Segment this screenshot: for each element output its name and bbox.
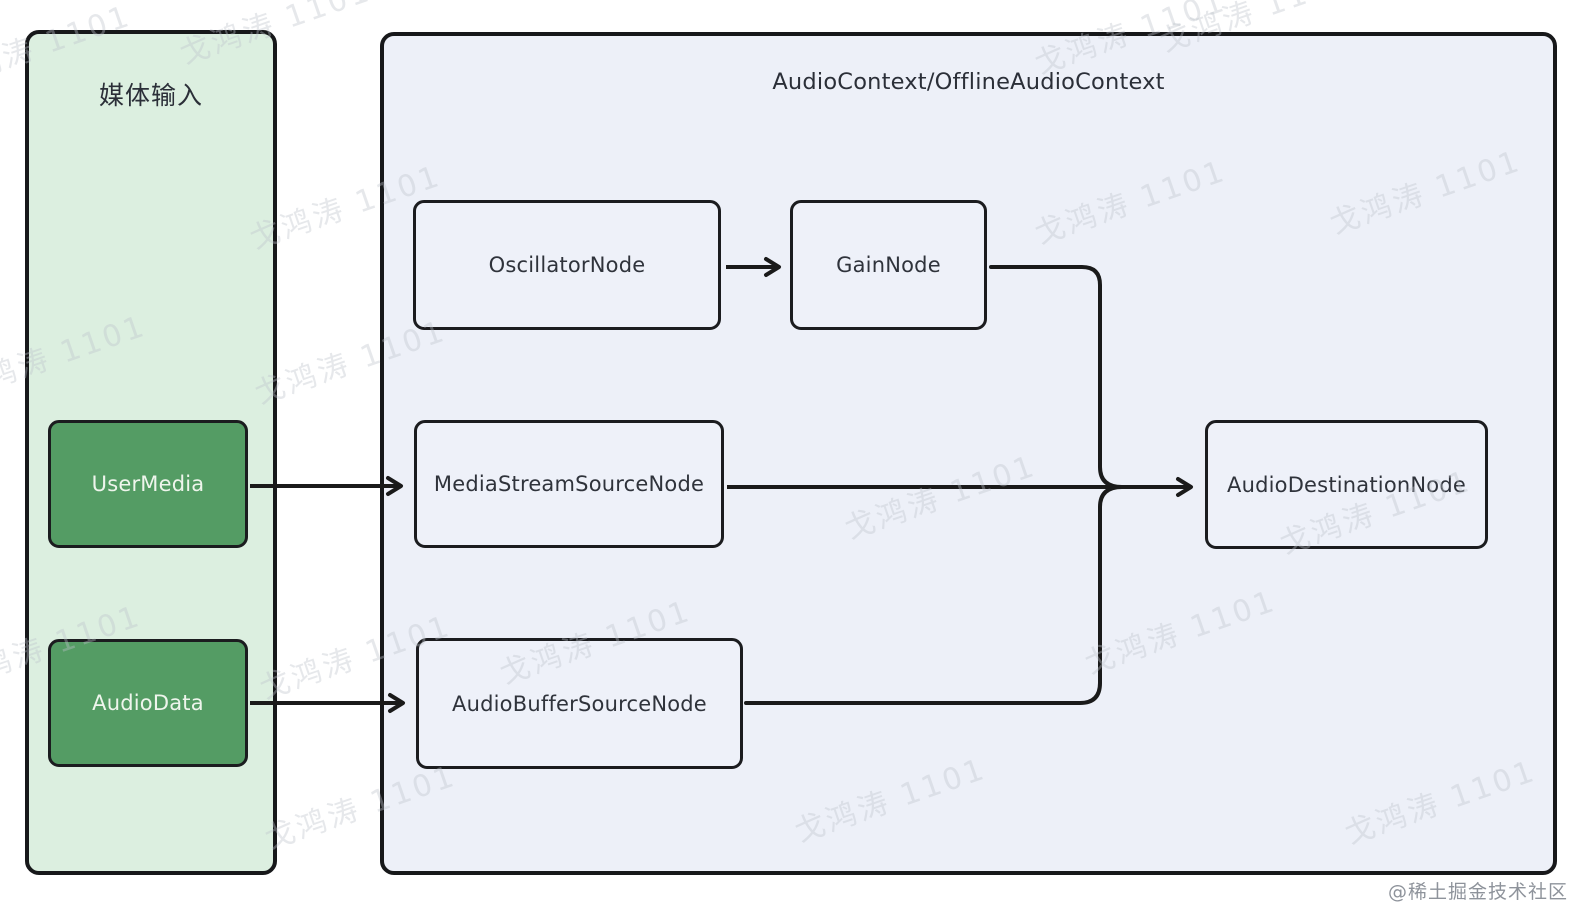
node-usermedia-label: UserMedia xyxy=(91,472,205,496)
node-usermedia: UserMedia xyxy=(48,420,248,548)
node-gainnode-label: GainNode xyxy=(836,253,941,277)
node-gainnode: GainNode xyxy=(790,200,987,330)
node-audiodata-label: AudioData xyxy=(92,691,204,715)
node-audiodestinationnode: AudioDestinationNode xyxy=(1205,420,1488,549)
node-audiodestinationnode-label: AudioDestinationNode xyxy=(1227,472,1466,497)
audio-context-panel-title: AudioContext/OfflineAudioContext xyxy=(772,69,1165,95)
node-oscillatornode-label: OscillatorNode xyxy=(488,253,646,277)
node-mediastreamsourcenode: MediaStreamSourceNode xyxy=(414,420,724,548)
credit-text: @稀土掘金技术社区 xyxy=(1387,881,1568,903)
node-audiodata: AudioData xyxy=(48,639,248,767)
node-oscillatornode: OscillatorNode xyxy=(413,200,721,330)
media-input-panel-title: 媒体输入 xyxy=(98,81,203,110)
node-audiobuffersourcenode-label: AudioBufferSourceNode xyxy=(452,691,707,716)
node-mediastreamsourcenode-label: MediaStreamSourceNode xyxy=(433,472,705,496)
node-audiobuffersourcenode: AudioBufferSourceNode xyxy=(416,638,743,769)
